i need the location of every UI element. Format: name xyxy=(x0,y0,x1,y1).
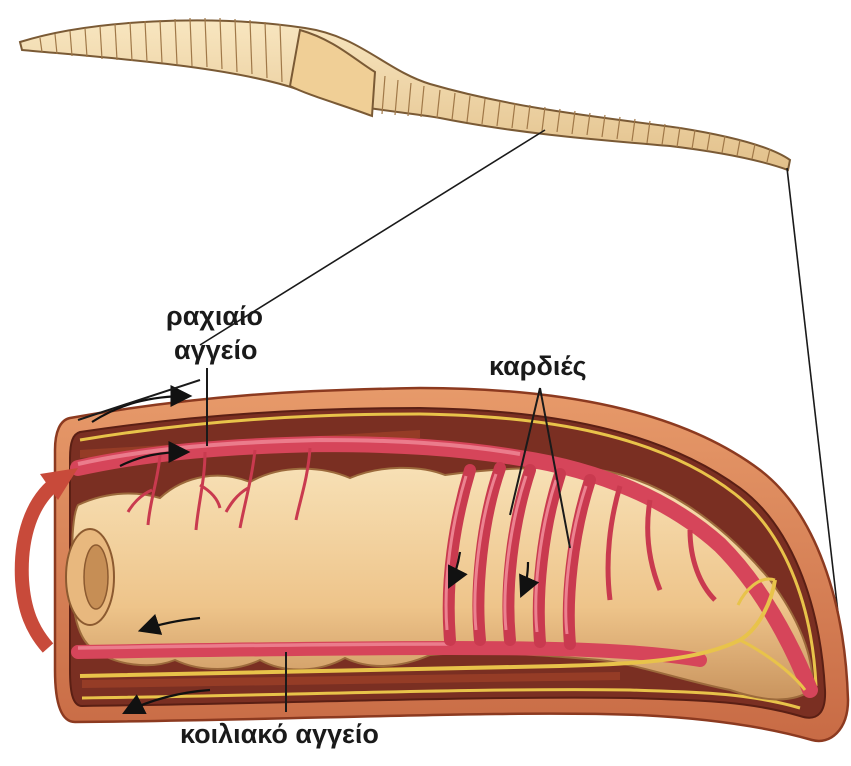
clitellum xyxy=(290,30,375,116)
body-section xyxy=(22,388,848,741)
label-hearts: καρδιές xyxy=(489,350,587,382)
label-dorsal-vessel-line2: αγγείο xyxy=(174,334,257,366)
label-dorsal-vessel-line1: ραχιαίο xyxy=(166,300,263,332)
whole-earthworm xyxy=(20,18,790,170)
label-ventral-vessel: κοιλιακό αγγείο xyxy=(180,718,379,750)
